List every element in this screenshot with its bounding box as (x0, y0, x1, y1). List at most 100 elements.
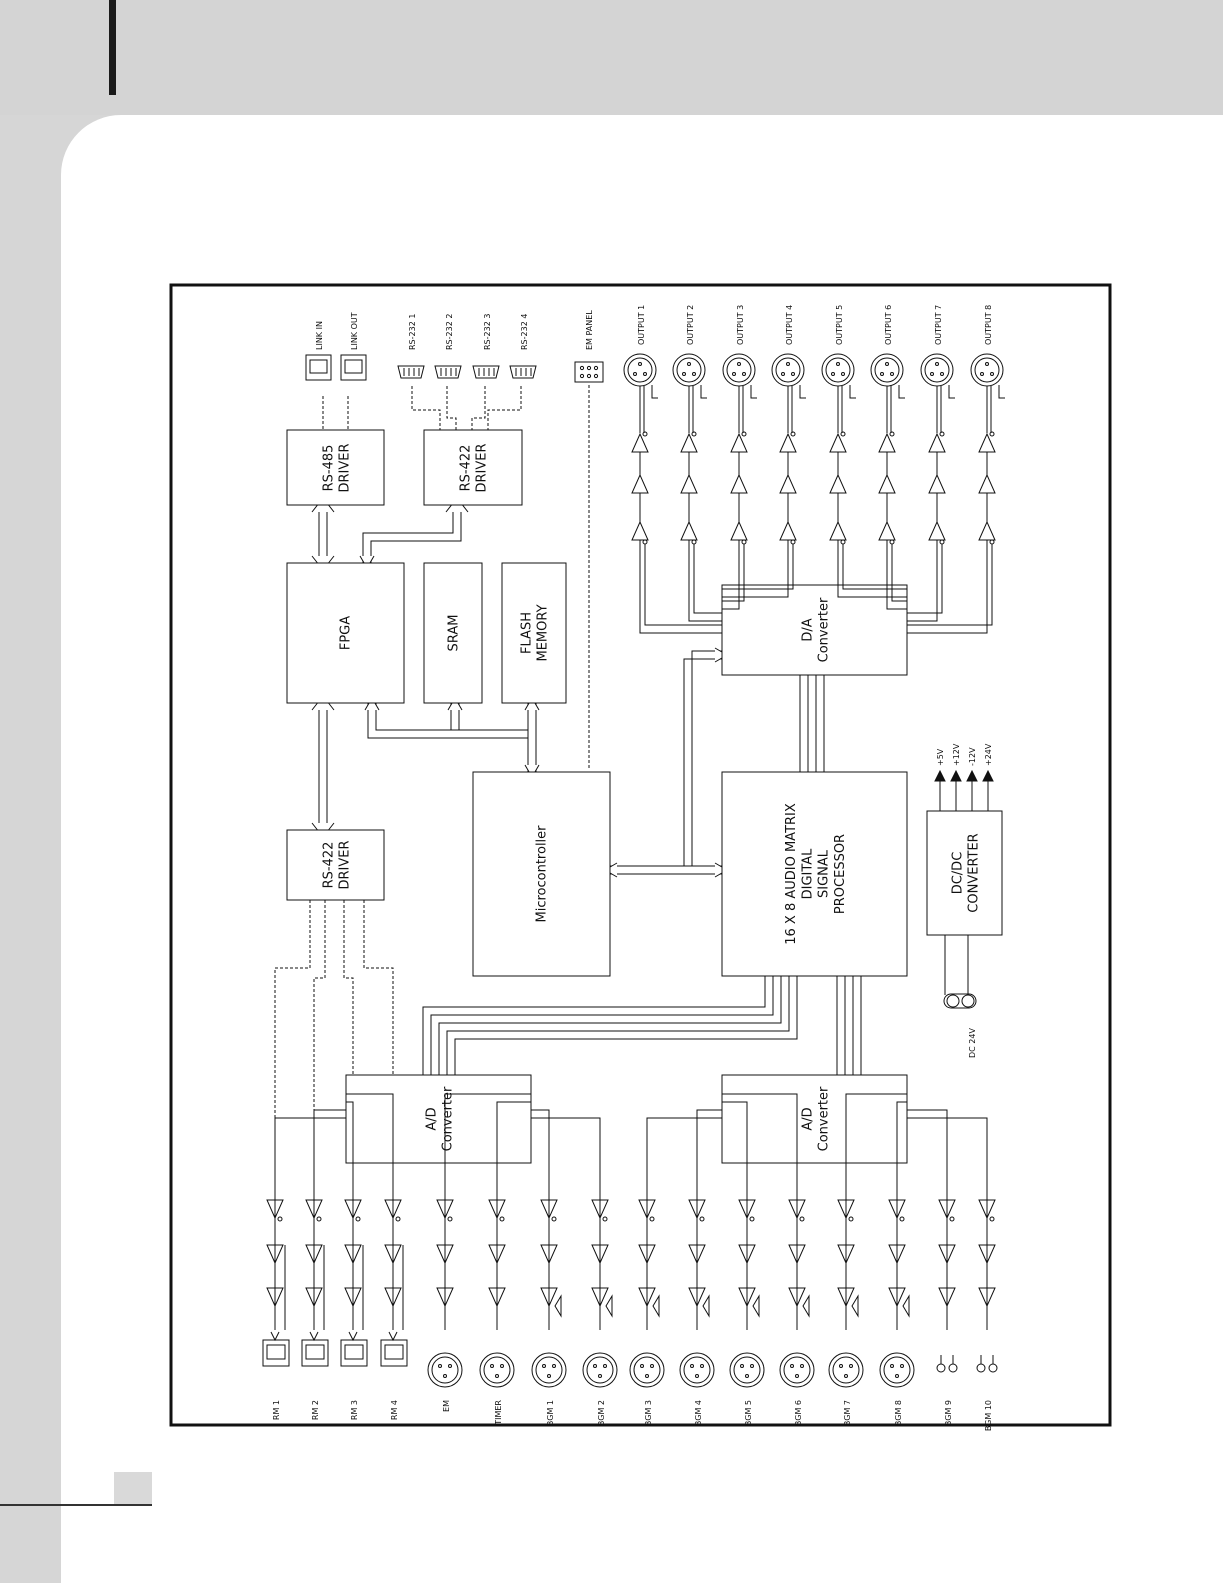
page-sheet (61, 115, 1223, 1583)
xlr-output-icon (870, 353, 904, 387)
page-number-tab (114, 1472, 152, 1504)
amplifier-symbol (591, 1244, 609, 1265)
xlr-input-icon (531, 1352, 567, 1388)
xlr-input-icon (582, 1352, 618, 1388)
xlr-output-icon (821, 353, 855, 387)
rs232-port-label: RS-232 4 (520, 314, 529, 350)
phantom-switch-icon (652, 1294, 660, 1318)
amplifier-symbol (779, 473, 797, 494)
amplifier-symbol (888, 1244, 906, 1265)
dcdc-converter-box (926, 810, 1003, 936)
xlr-input-icon (879, 1352, 915, 1388)
amplifier-symbol (738, 1244, 756, 1265)
xlr-input-icon (679, 1352, 715, 1388)
audio-input-label: BGM 3 (644, 1400, 653, 1426)
audio-input-label: BGM 9 (944, 1400, 953, 1426)
xlr-output-icon (672, 353, 706, 387)
amplifier-symbol (978, 432, 996, 453)
dsp-box (721, 771, 908, 977)
amplifier-symbol (788, 1244, 806, 1265)
block-label-fpga: FPGA (339, 616, 354, 650)
rj45-port-icon (340, 354, 367, 381)
phantom-switch-icon (752, 1294, 760, 1318)
amplifier-symbol (928, 473, 946, 494)
db9-port-icon (509, 365, 537, 379)
phantom-switch-icon (902, 1294, 910, 1318)
phantom-switch-icon (851, 1294, 859, 1318)
ad-converter-left-box (345, 1074, 532, 1164)
microcontroller-box (472, 771, 611, 977)
xlr-output-icon (623, 353, 657, 387)
amplifier-symbol (928, 432, 946, 453)
amplifier-symbol (779, 432, 797, 453)
xlr-input-icon (729, 1352, 765, 1388)
power-rail-label: +12V (952, 743, 961, 766)
fpga-box (286, 562, 405, 704)
phantom-switch-icon (554, 1294, 562, 1318)
rm-input-label: RM 3 (350, 1400, 359, 1420)
audio-input-label: BGM 1 (546, 1400, 555, 1426)
amplifier-symbol (730, 432, 748, 453)
xlr-output-icon (970, 353, 1004, 387)
amplifier-symbol (680, 520, 698, 541)
audio-input-label: BGM 2 (597, 1400, 606, 1426)
amplifier-symbol (688, 1244, 706, 1265)
xlr-input-icon (629, 1352, 665, 1388)
power-rail-label: -12V (968, 747, 977, 766)
link-port-label: LINK OUT (350, 312, 359, 350)
amplifier-symbol (436, 1244, 454, 1265)
amplifier-symbol (978, 520, 996, 541)
rm-input-label: RM 4 (390, 1400, 399, 1420)
em-panel-label: EM PANEL (585, 310, 594, 350)
amplifier-symbol (631, 520, 649, 541)
amplifier-symbol (938, 1244, 956, 1265)
xlr-input-icon (479, 1352, 515, 1388)
phantom-switch-icon (802, 1294, 810, 1318)
rj45-port-icon (380, 1339, 408, 1367)
rca-input-icon (976, 1363, 986, 1373)
audio-input-label: EM (442, 1400, 451, 1412)
dc-input-label: DC 24V (968, 1028, 977, 1058)
amplifier-symbol (266, 1244, 284, 1265)
block-label-ad-converter-right: A/DConverter (800, 1086, 831, 1151)
audio-input-label: BGM 10 (984, 1400, 993, 1431)
block-label-da-converter: D/AConverter (800, 597, 831, 662)
amplifier-symbol (638, 1287, 656, 1308)
sram-box (423, 562, 483, 704)
amplifier-symbol (928, 520, 946, 541)
phantom-switch-icon (702, 1294, 710, 1318)
amplifier-symbol (488, 1244, 506, 1265)
amplifier-symbol (888, 1287, 906, 1308)
power-rail-arrow (982, 769, 994, 782)
amplifier-symbol (837, 1244, 855, 1265)
amplifier-symbol (266, 1287, 284, 1308)
amplifier-symbol (688, 1287, 706, 1308)
em-panel-connector-icon (574, 361, 604, 383)
diagram-frame (169, 283, 1112, 1427)
amplifier-symbol (680, 432, 698, 453)
xlr-input-icon (779, 1352, 815, 1388)
power-rail-label: +24V (984, 743, 993, 766)
output-label: OUTPUT 6 (884, 305, 893, 345)
audio-input-label: BGM 8 (894, 1400, 903, 1426)
page-header-band (0, 0, 1223, 115)
audio-input-label: BGM 6 (794, 1400, 803, 1426)
amplifier-symbol (829, 432, 847, 453)
rj45-port-icon (340, 1339, 368, 1367)
amplifier-symbol (938, 1287, 956, 1308)
amplifier-symbol (631, 473, 649, 494)
rs485-driver-box (286, 429, 385, 506)
audio-input-label: BGM 7 (843, 1400, 852, 1426)
amplifier-symbol (488, 1287, 506, 1308)
amplifier-symbol (384, 1287, 402, 1308)
block-label-rs485-driver: RS-485DRIVER (321, 443, 352, 492)
output-label: OUTPUT 5 (835, 305, 844, 345)
phantom-switch-icon (605, 1294, 613, 1318)
amplifier-symbol (638, 1244, 656, 1265)
amplifier-symbol (978, 1287, 996, 1308)
rca-input-icon (936, 1363, 946, 1373)
amplifier-symbol (738, 1287, 756, 1308)
amplifier-symbol (305, 1244, 323, 1265)
amplifier-symbol (730, 520, 748, 541)
amplifier-symbol (878, 432, 896, 453)
